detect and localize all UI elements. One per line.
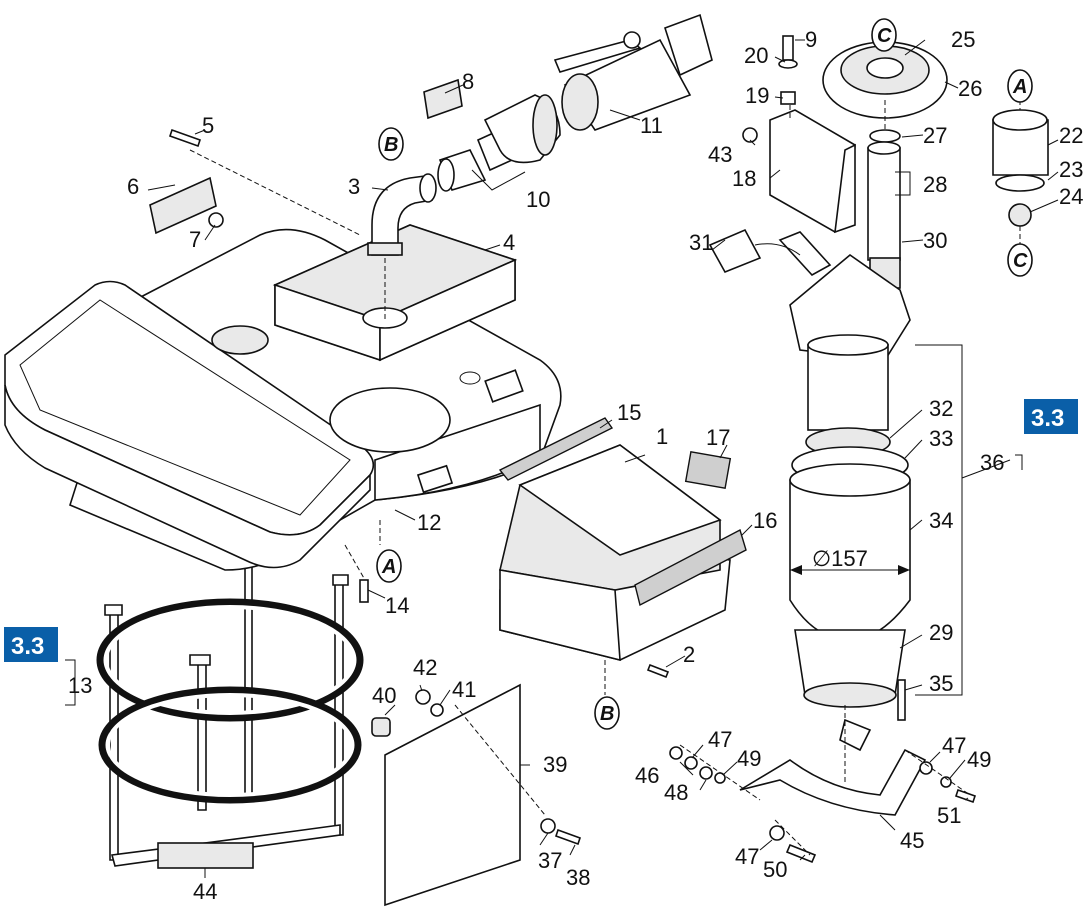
- part-label-34: 34: [929, 508, 953, 533]
- part-label-42: 42: [413, 655, 437, 680]
- part-label-19: 19: [745, 83, 769, 108]
- part-label-25: 25: [951, 27, 975, 52]
- svg-text:3.3: 3.3: [1031, 405, 1064, 432]
- part-label-2: 2: [683, 642, 695, 667]
- part-label-6: 6: [127, 174, 139, 199]
- svg-text:A: A: [1012, 76, 1027, 98]
- part-label-11: 11: [640, 113, 663, 138]
- part-label-39: 39: [543, 752, 567, 777]
- svg-text:B: B: [384, 134, 398, 156]
- pipe-stack: [867, 129, 901, 289]
- part-label-15: 15: [617, 400, 641, 425]
- part-labels: 1 2 3 4 5 6 7 8 9 10 11 12 13 14 15 16 1…: [68, 27, 1083, 904]
- connector-a-mid: A: [376, 549, 402, 583]
- part-label-4: 4: [503, 230, 515, 255]
- part-label-16: 16: [753, 508, 777, 533]
- svg-text:C: C: [877, 25, 892, 47]
- cartridge: [992, 109, 1049, 227]
- part-label-14: 14: [385, 593, 409, 618]
- part-label-13: 13: [68, 673, 92, 698]
- part-label-38: 38: [566, 865, 590, 890]
- part-label-49a: 49: [737, 746, 761, 771]
- part-label-51: 51: [937, 803, 961, 828]
- part-label-22: 22: [1059, 123, 1083, 148]
- part-label-33: 33: [929, 426, 953, 451]
- elbow-fitting: [367, 173, 437, 256]
- stand-frame: [96, 559, 364, 869]
- svg-text:C: C: [1013, 250, 1028, 272]
- part-label-3: 3: [348, 174, 360, 199]
- part-label-30: 30: [923, 228, 947, 253]
- ball-valve: [553, 13, 713, 131]
- part-label-35: 35: [929, 671, 953, 696]
- part-label-41: 41: [452, 677, 476, 702]
- leader-lines: [65, 39, 1059, 878]
- section-badge-left[interactable]: 3.3: [4, 627, 58, 662]
- part-label-7: 7: [189, 227, 201, 252]
- part-label-32: 32: [929, 396, 953, 421]
- part-label-20: 20: [744, 43, 768, 68]
- part-label-46: 46: [635, 763, 659, 788]
- part-label-47b: 47: [942, 733, 966, 758]
- part-label-8: 8: [462, 69, 474, 94]
- pump-assembly: [778, 231, 911, 721]
- part-label-37: 37: [538, 848, 562, 873]
- part-label-12: 12: [417, 510, 441, 535]
- connector-a-top: A: [1007, 69, 1033, 103]
- part-label-18: 18: [732, 166, 756, 191]
- part-label-5: 5: [202, 113, 214, 138]
- square-housing: [272, 224, 518, 362]
- part-label-10: 10: [526, 187, 550, 212]
- strap-and-plate: [359, 579, 977, 907]
- diameter-dimension: ∅157: [790, 546, 910, 575]
- part-label-26: 26: [958, 76, 982, 101]
- part-label-28: 28: [923, 172, 947, 197]
- control-box: [498, 417, 747, 679]
- part-label-9: 9: [805, 27, 817, 52]
- part-label-1: 1: [656, 424, 668, 449]
- part-label-44: 44: [193, 879, 217, 904]
- part-label-23: 23: [1059, 157, 1083, 182]
- part-label-50: 50: [763, 857, 787, 882]
- part-label-45: 45: [900, 828, 924, 853]
- part-label-29: 29: [929, 620, 953, 645]
- connector-b-bottom: B: [594, 696, 620, 730]
- part-label-31: 31: [689, 230, 713, 255]
- part-label-47c: 47: [735, 844, 759, 869]
- small-parts-top-left: [149, 78, 463, 235]
- part-label-43: 43: [708, 142, 732, 167]
- connector-c-bottom: C: [1007, 243, 1033, 277]
- part-label-17: 17: [706, 425, 730, 450]
- power-plug: [708, 228, 801, 274]
- part-label-47a: 47: [708, 727, 732, 752]
- foot-plate: [157, 842, 254, 869]
- part-label-48: 48: [664, 780, 688, 805]
- connector-c-top: C: [871, 18, 897, 52]
- diameter-label: ∅157: [812, 546, 868, 571]
- coupling-pieces: [437, 94, 561, 192]
- section-badge-right[interactable]: 3.3: [1024, 399, 1078, 434]
- svg-text:3.3: 3.3: [11, 633, 44, 660]
- part-label-49b: 49: [967, 747, 991, 772]
- part-label-40: 40: [372, 683, 396, 708]
- part-label-24: 24: [1059, 184, 1083, 209]
- top-right-parts: [742, 35, 948, 234]
- svg-text:B: B: [600, 703, 614, 725]
- part-label-27: 27: [923, 123, 947, 148]
- part-label-36: 36: [980, 450, 1004, 475]
- connector-b-top: B: [378, 127, 404, 161]
- svg-text:A: A: [381, 556, 396, 578]
